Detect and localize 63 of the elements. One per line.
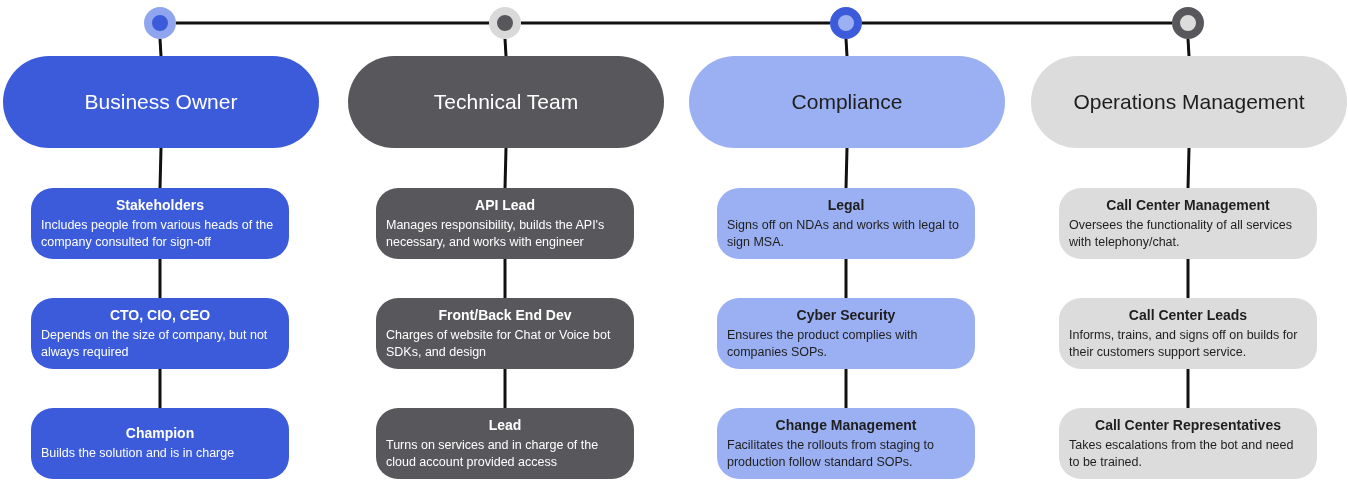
role-card (31, 408, 289, 479)
role-description: Takes escalations from the bot and need to be trained. (1069, 436, 1295, 471)
role-card (31, 298, 289, 369)
connector-line (844, 369, 848, 408)
role-card (717, 188, 975, 259)
group-header: Technical Team (348, 56, 664, 148)
connector-line (503, 369, 507, 408)
connector-line (158, 147, 163, 189)
role-description: Manages responsibility, builds the API's necessary, and works with engineer (386, 216, 606, 251)
connector-line (158, 259, 162, 298)
role-title: Legal (827, 196, 865, 213)
connector-line (521, 21, 830, 25)
connector-line (844, 147, 849, 189)
role-card (717, 408, 975, 479)
role-title: API Lead (475, 196, 535, 213)
timeline-dot (489, 7, 521, 39)
group-header: Business Owner (3, 56, 319, 148)
connector-line (503, 259, 507, 298)
connector-line (158, 38, 163, 57)
role-card (1059, 188, 1317, 259)
role-description: Charges of website for Chat or Voice bot SDKs, and design (386, 326, 612, 361)
role-description: Turns on services and in charge of the cloud account provided access (386, 436, 600, 471)
role-card (31, 188, 289, 259)
connector-line (862, 21, 1172, 25)
role-card (1059, 298, 1317, 369)
role-title: Change Management (775, 416, 917, 433)
connector-line (1186, 369, 1190, 408)
connector-line (1186, 38, 1191, 57)
role-description: Facilitates the rollouts from staging to production follow standard SOPs. (727, 436, 936, 471)
role-card (376, 188, 634, 259)
role-title: Call Center Leads (1128, 306, 1248, 323)
group-header: Operations Management (1031, 56, 1347, 148)
role-description: Depends on the size of company, but not always required (41, 326, 269, 361)
role-description: Builds the solution and is in charge (41, 445, 236, 462)
role-description: Signs off on NDAs and works with legal to sign MSA. (727, 216, 960, 251)
timeline-dot (830, 7, 862, 39)
timeline-dot (144, 7, 176, 39)
connector-line (503, 38, 508, 57)
role-description: Oversees the functionality of all services with telephony/chat. (1069, 216, 1294, 251)
connector-line (1186, 259, 1190, 298)
role-card (717, 298, 975, 369)
role-title: Champion (125, 425, 195, 442)
group-header: Compliance (689, 56, 1005, 148)
role-description: Informs, trains, and signs off on builds for their customers support service. (1069, 326, 1299, 361)
role-description: Ensures the product complies with companies SOPs. (727, 326, 919, 361)
connector-line (158, 369, 162, 408)
role-card (376, 298, 634, 369)
role-title: Cyber Security (796, 306, 896, 323)
connector-line (1186, 147, 1191, 189)
role-card (1059, 408, 1317, 479)
connector-line (844, 38, 849, 57)
connector-line (176, 21, 489, 25)
connector-line (503, 147, 508, 189)
role-title: Call Center Representatives (1095, 416, 1281, 433)
role-title: Call Center Management (1106, 196, 1270, 213)
role-title: Front/Back End Dev (438, 306, 572, 323)
timeline-dot (1172, 7, 1204, 39)
role-card (376, 408, 634, 479)
role-description: Includes people from various heads of the company consulted for sign-off (41, 216, 275, 251)
role-title: Lead (488, 416, 522, 433)
role-title: CTO, CIO, CEO (109, 306, 211, 323)
connector-line (844, 259, 848, 298)
role-title: Stakeholders (116, 196, 204, 213)
